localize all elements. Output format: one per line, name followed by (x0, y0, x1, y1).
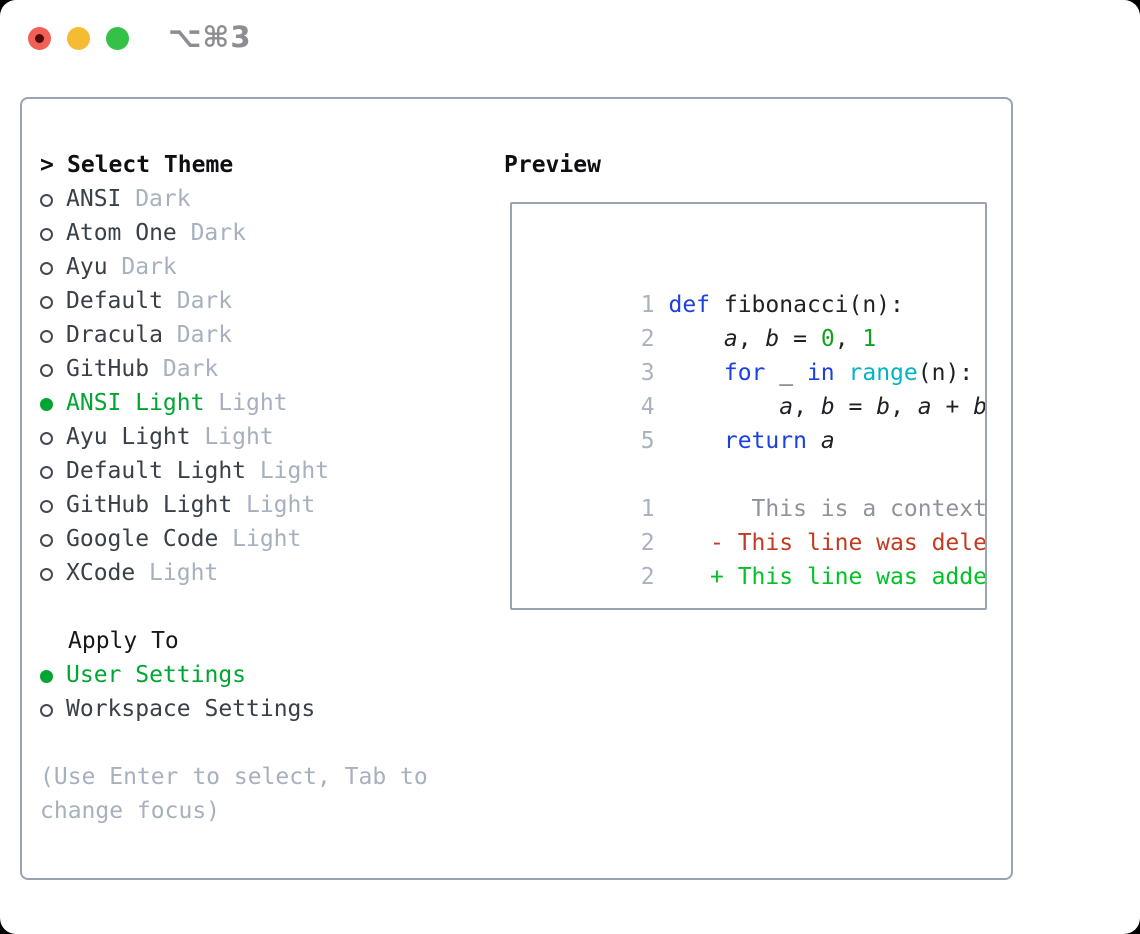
select-theme-header: > Select Theme (40, 148, 490, 182)
theme-variant: Light (245, 492, 316, 518)
theme-option[interactable]: Ayu Light Light (40, 420, 490, 454)
theme-name: XCode (66, 560, 136, 586)
apply-option-label: Workspace Settings (66, 696, 316, 722)
theme-option[interactable]: GitHub Light Light (40, 488, 490, 522)
theme-name: GitHub Light (66, 492, 233, 518)
theme-option[interactable]: Atom One Dark (40, 216, 490, 250)
close-button[interactable] (28, 27, 51, 50)
radio-icon (40, 261, 53, 275)
keyboard-hint-line: change focus) (40, 798, 221, 824)
line-number: 2 (640, 564, 655, 590)
theme-variant: Light (232, 526, 302, 552)
code-line: 5 return a (530, 390, 985, 454)
theme-variant: Dark (176, 288, 233, 314)
theme-option[interactable]: GitHub Dark (40, 352, 490, 386)
theme-option[interactable]: Ayu Dark (40, 250, 490, 284)
theme-option[interactable]: ANSI Dark (40, 182, 490, 216)
prompt-icon: > (40, 152, 54, 178)
theme-variant: Dark (176, 322, 233, 348)
keyboard-hint: (Use Enter to select, Tab to change focu… (40, 760, 490, 828)
keyboard-hint-line: (Use Enter to select, Tab to (40, 764, 428, 790)
theme-option[interactable]: Google Code Light (40, 522, 490, 556)
theme-name: Atom One (66, 220, 177, 246)
theme-variant: Light (259, 458, 330, 484)
code-line: 3 for _ in range(n): (530, 322, 985, 386)
theme-variant: Light (204, 424, 274, 450)
apply-option-workspace-settings[interactable]: Workspace Settings (40, 692, 490, 726)
titlebar: ⌥⌘3 (0, 0, 1140, 76)
line-number: 3 (640, 360, 655, 386)
radio-icon (40, 329, 53, 343)
theme-variant: Dark (135, 186, 191, 212)
radio-icon (40, 431, 53, 445)
theme-name: GitHub (66, 356, 150, 382)
line-number: 1 (640, 292, 655, 318)
code-line: 2 a, b = 0, 1 (530, 288, 985, 352)
apply-option-user-settings[interactable]: User Settings (40, 658, 490, 692)
minimize-button[interactable] (67, 27, 90, 50)
preview-title: Preview (504, 152, 601, 178)
radio-icon (40, 397, 53, 411)
theme-variant: Dark (121, 254, 177, 280)
theme-name: Default Light (66, 458, 247, 484)
diff-added-line: 2 + This line was added. (530, 526, 985, 590)
theme-variant: Dark (162, 356, 219, 382)
theme-name: Google Code (66, 526, 219, 552)
radio-icon (40, 227, 53, 241)
radio-icon (40, 363, 53, 377)
zoom-button[interactable] (106, 27, 129, 50)
theme-variant: Light (149, 560, 219, 586)
line-number: 5 (640, 428, 655, 454)
theme-name: Ayu (66, 254, 108, 280)
radio-icon (40, 533, 53, 547)
line-number: 2 (640, 326, 655, 352)
radio-icon (40, 567, 53, 581)
diff-deleted-line: 2 - This line was deleted. (530, 492, 985, 556)
theme-variant: Light (218, 390, 288, 416)
line-number: 4 (640, 394, 655, 420)
apply-to-header: Apply To (68, 628, 179, 654)
line-number: 2 (640, 530, 655, 556)
theme-name: ANSI Light (66, 390, 205, 416)
theme-option[interactable]: Default Light Light (40, 454, 490, 488)
window-shortcut-label: ⌥⌘3 (168, 20, 252, 54)
theme-option[interactable]: Default Dark (40, 284, 490, 318)
theme-name: Ayu Light (66, 424, 191, 450)
code-line: 4 a, b = b, a + b (530, 356, 985, 420)
radio-icon (40, 703, 53, 717)
apply-option-label: User Settings (66, 662, 247, 688)
diff-context-line: 1 This is a context line. (530, 458, 985, 522)
radio-icon (40, 499, 53, 513)
radio-icon (40, 193, 53, 207)
radio-icon (40, 295, 53, 309)
theme-name: ANSI (66, 186, 122, 212)
theme-option[interactable]: XCode Light (40, 556, 490, 590)
theme-name: Dracula (66, 322, 163, 348)
theme-option-selected[interactable]: ANSI Light Light (40, 386, 490, 420)
theme-name: Default (66, 288, 163, 314)
line-number: 1 (640, 496, 655, 522)
spacer (40, 590, 490, 624)
theme-option[interactable]: Dracula Dark (40, 318, 490, 352)
select-theme-title: Select Theme (67, 152, 234, 178)
radio-icon (40, 669, 53, 683)
theme-variant: Dark (190, 220, 246, 246)
close-dot-icon (35, 34, 44, 43)
radio-icon (40, 465, 53, 479)
